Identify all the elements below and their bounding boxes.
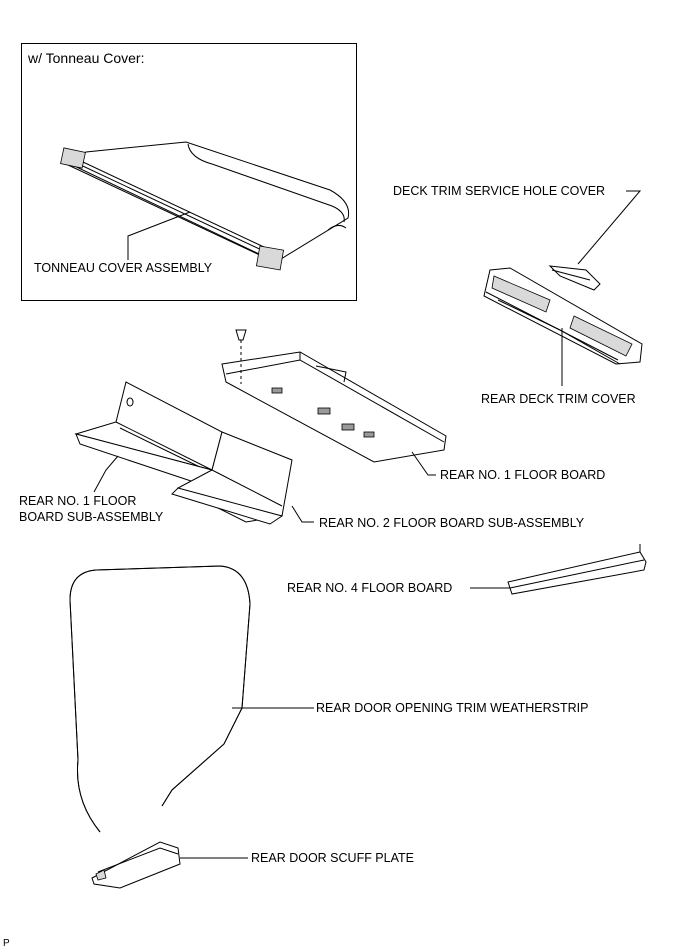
leader-rear-no1-floor-board xyxy=(411,451,436,476)
inset-title: w/ Tonneau Cover: xyxy=(28,50,145,66)
label-rear-door-opening-trim-weatherstrip: REAR DOOR OPENING TRIM WEATHERSTRIP xyxy=(316,701,589,715)
rear-no2-floor-board-sub-assembly-part xyxy=(171,431,293,525)
rear-no1-floor-board-part xyxy=(221,329,447,463)
rear-no1-floor-board-sub-assembly-part xyxy=(74,381,223,487)
label-rear-deck-trim-cover: REAR DECK TRIM COVER xyxy=(481,392,636,406)
deck-trim-service-hole-cover-part xyxy=(548,265,601,291)
leader-tonneau-cover xyxy=(127,211,191,260)
label-rear-no1-floor-board-sub-assembly-line2: BOARD SUB-ASSEMBLY xyxy=(19,510,164,524)
leader-rear-no2-floor-board-sub-assembly xyxy=(291,505,314,523)
tonneau-cover-inset-frame: w/ Tonneau Cover: xyxy=(21,43,357,301)
label-rear-no2-floor-board-sub-assembly: REAR NO. 2 FLOOR BOARD SUB-ASSEMBLY xyxy=(319,516,585,530)
footer-code: P xyxy=(3,938,10,949)
label-tonneau-cover-assembly: TONNEAU COVER ASSEMBLY xyxy=(34,261,213,275)
label-rear-no4-floor-board: REAR NO. 4 FLOOR BOARD xyxy=(287,581,453,595)
label-rear-no1-floor-board: REAR NO. 1 FLOOR BOARD xyxy=(440,468,606,482)
leader-rear-no1-floor-board-sub-assembly xyxy=(93,455,119,493)
label-rear-no1-floor-board-sub-assembly-line1: REAR NO. 1 FLOOR xyxy=(19,494,137,508)
rear-door-opening-trim-weatherstrip-part xyxy=(69,565,251,833)
rear-deck-trim-cover-part xyxy=(483,267,643,365)
rear-door-scuff-plate-part xyxy=(91,841,181,889)
label-rear-door-scuff-plate: REAR DOOR SCUFF PLATE xyxy=(251,851,414,865)
label-deck-trim-service-hole-cover: DECK TRIM SERVICE HOLE COVER xyxy=(393,184,606,198)
rear-no4-floor-board-part xyxy=(507,544,647,595)
tonneau-cover-assembly-part xyxy=(60,141,350,271)
leader-deck-trim-service-hole-cover xyxy=(577,190,642,265)
